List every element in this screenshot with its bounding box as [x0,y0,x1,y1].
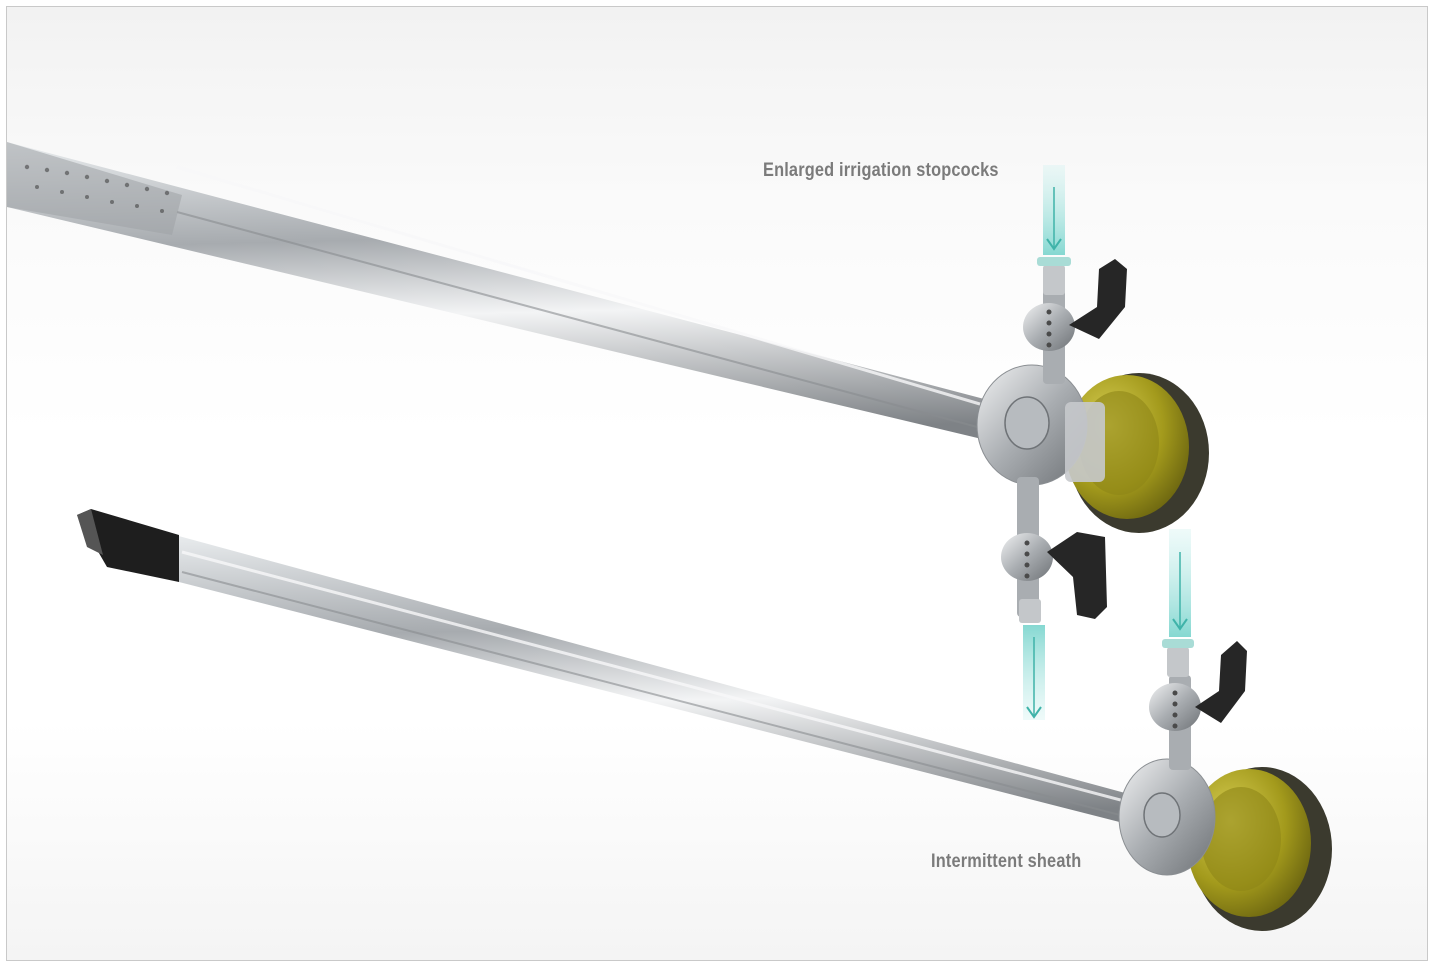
flow-arrow-upper-in [1043,165,1065,255]
lower-sheath [77,509,1332,931]
upper-sheath [7,142,1209,623]
flow-arrow-lower-in [1169,529,1191,637]
sheath-label: Intermittent sheath [931,851,1082,872]
resectoscope-sheaths-illustration [7,142,1332,931]
product-image-frame: Enlarged irrigation stopcocks Intermitte… [6,6,1428,961]
stopcocks-label: Enlarged irrigation stopcocks [763,160,999,181]
flow-arrow-upper-out [1023,625,1045,720]
